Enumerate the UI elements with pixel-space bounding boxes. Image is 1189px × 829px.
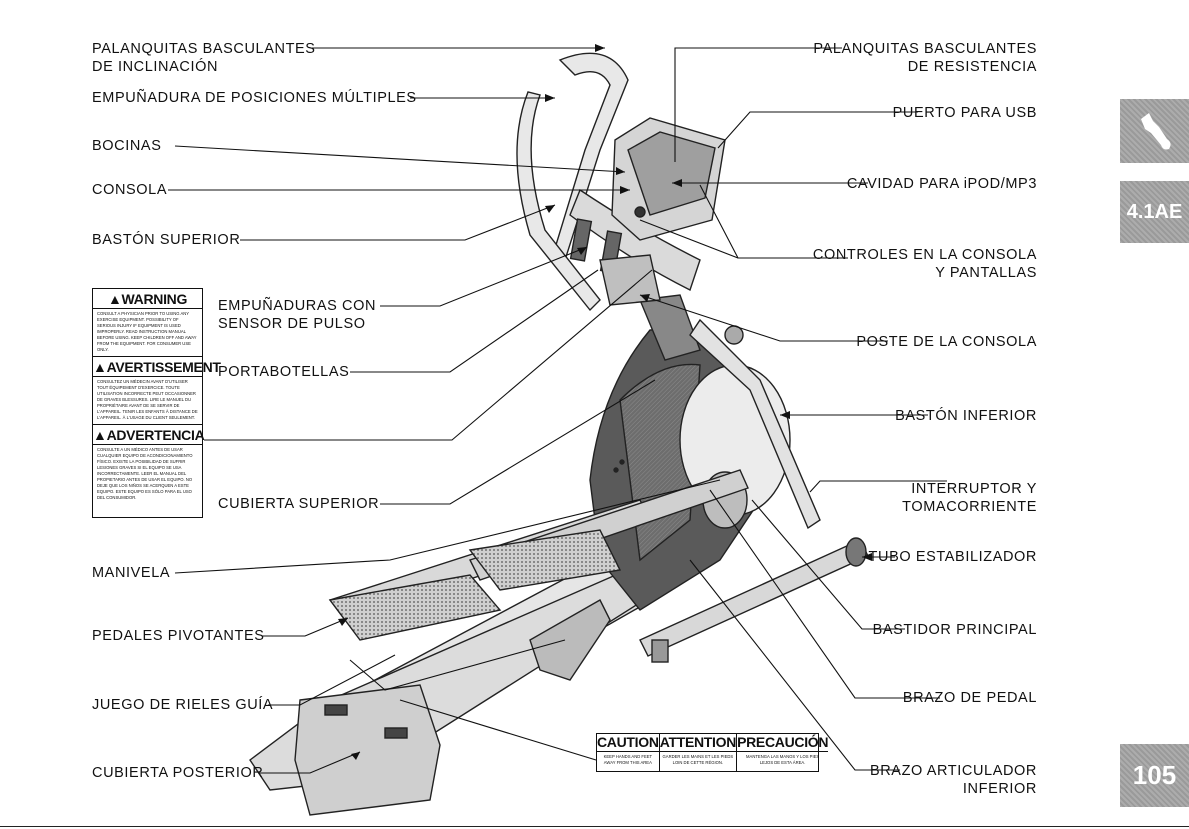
elliptical-machine (249, 52, 869, 816)
frame-bolt-2 (619, 459, 625, 465)
warning-title-en: ▲WARNING (93, 291, 202, 309)
warning-title-es: ▲ADVERTENCIA (93, 427, 205, 445)
caution-title-es: PRECAUCIÓN (737, 734, 829, 752)
label-line: INTERRUPTOR Y (911, 481, 1037, 497)
warning-text-es: CONSULTE A UN MÉDICO ANTES DE USAR CUALQ… (97, 447, 193, 500)
caution-text-es: MANTENGA LAS MANOS Y LOS PIES LEJOS DE E… (746, 754, 820, 765)
label-line: INFERIOR (962, 781, 1037, 797)
rear-cover-slot-1 (324, 704, 348, 716)
label-brazo-articulador: BRAZO ARTICULADOR INFERIOR (870, 762, 1037, 798)
label-pedales-pivotantes: PEDALES PIVOTANTES (92, 628, 265, 644)
section-tab[interactable]: 4.1AE (1120, 181, 1189, 243)
pivot-cap (724, 325, 744, 345)
label-line: PALANQUITAS BASCULANTES (813, 41, 1037, 57)
rear-cover (294, 684, 441, 816)
label-line: BRAZO ARTICULADOR (869, 763, 1037, 779)
label-cavidad-ipod: CAVIDAD PARA iPOD/MP3 (846, 176, 1037, 192)
frame-bolt (613, 467, 619, 473)
stabilizer-cap (845, 537, 867, 567)
label-controles-consola: CONTROLES EN LA CONSOLA Y PANTALLAS (813, 246, 1037, 282)
pedal-left (328, 574, 502, 641)
bottom-rule (0, 826, 1189, 827)
label-cubierta-superior: CUBIERTA SUPERIOR (218, 496, 380, 512)
caution-col-es: PRECAUCIÓN MANTENGA LAS MANOS Y LOS PIES… (737, 734, 828, 771)
label-empunaduras-sensor: EMPUÑADURAS CON SENSOR DE PULSO (218, 297, 376, 333)
label-baston-superior: BASTÓN SUPERIOR (92, 232, 241, 248)
link-arm (529, 599, 611, 681)
label-empunadura-posiciones: EMPUÑADURA DE POSICIONES MÚLTIPLES (92, 90, 417, 106)
rear-cover-slot-2 (384, 727, 408, 739)
label-line: Y PANTALLAS (935, 265, 1037, 281)
label-baston-inferior: BASTÓN INFERIOR (895, 408, 1037, 424)
page-number: 105 (1120, 744, 1189, 807)
wrench-icon (1140, 113, 1171, 150)
caution-label: CAUTION KEEP HANDS AND FEET AWAY FROM TH… (596, 733, 828, 772)
front-foot (651, 639, 669, 663)
label-cubierta-posterior: CUBIERTA POSTERIOR (92, 765, 264, 781)
arrowheads (338, 44, 872, 760)
caution-col-fr: ATTENTION GARDER LES MAINS ET LES PIEDS … (659, 734, 738, 771)
pulse-grip-left (569, 218, 593, 262)
label-poste-consola: POSTE DE LA CONSOLA (856, 334, 1037, 350)
console-button (634, 206, 646, 218)
warning-triangle-icon: ▲ (93, 359, 107, 375)
label-juego-rieles: JUEGO DE RIELES GUÍA (92, 697, 274, 713)
label-line: CONTROLES EN LA CONSOLA (812, 247, 1037, 263)
label-palanquitas-resistencia: PALANQUITAS BASCULANTES DE RESISTENCIA (813, 40, 1037, 76)
label-line: SENSOR DE PULSO (218, 316, 366, 332)
label-tubo-estabilizador: TUBO ESTABILIZADOR (868, 549, 1037, 565)
warning-title-text: WARNING (121, 291, 188, 307)
label-interruptor: INTERRUPTOR Y TOMACORRIENTE (902, 480, 1037, 516)
leader-lines (168, 47, 947, 774)
label-portabotellas: PORTABOTELLAS (218, 364, 350, 380)
warning-section-en: ▲WARNING CONSULT A PHYSICIAN PRIOR TO US… (93, 289, 202, 357)
lower-arm (689, 318, 821, 530)
warning-triangle-icon: ▲ (93, 427, 107, 443)
label-brazo-pedal: BRAZO DE PEDAL (902, 690, 1037, 706)
warning-title-text: AVERTISSEMENT (106, 359, 221, 375)
caution-title-en: CAUTION (597, 734, 659, 752)
label-line: TOMACORRIENTE (902, 499, 1037, 515)
label-puerto-usb: PUERTO PARA USB (892, 105, 1037, 121)
label-line: DE INCLINACIÓN (92, 59, 219, 75)
caution-text-en: KEEP HANDS AND FEET AWAY FROM THIS AREA (603, 754, 653, 765)
label-bastidor-principal: BASTIDOR PRINCIPAL (872, 622, 1037, 638)
label-line: PALANQUITAS BASCULANTES (92, 41, 316, 57)
bottle-holder (599, 254, 661, 306)
pedal-right (468, 529, 622, 591)
label-bocinas: BOCINAS (92, 138, 162, 154)
warning-triangle-icon: ▲ (107, 291, 122, 307)
label-line: EMPUÑADURAS CON (218, 298, 377, 314)
caution-text-fr: GARDER LES MAINS ET LES PIEDS LOIN DE CE… (662, 754, 734, 765)
warning-label: ▲WARNING CONSULT A PHYSICIAN PRIOR TO US… (92, 288, 221, 518)
caution-title-fr: ATTENTION (659, 734, 737, 752)
label-line: DE RESISTENCIA (907, 59, 1037, 75)
label-palanquitas-inclinacion: PALANQUITAS BASCULANTES DE INCLINACIÓN (92, 40, 316, 76)
warning-text-fr: CONSULTEZ UN MÉDECIN AVANT D'UTILISER TO… (97, 379, 198, 420)
warning-section-es: ▲ADVERTENCIA CONSULTE A UN MÉDICO ANTES … (93, 425, 205, 504)
warning-section-fr: ▲AVERTISSEMENT CONSULTEZ UN MÉDECIN AVAN… (93, 357, 221, 425)
console-post (638, 294, 701, 361)
tool-tab[interactable] (1120, 99, 1189, 163)
warning-title-fr: ▲AVERTISSEMENT (93, 359, 221, 377)
upper-arm-right (516, 91, 601, 312)
label-consola: CONSOLA (92, 182, 168, 198)
caution-col-en: CAUTION KEEP HANDS AND FEET AWAY FROM TH… (597, 734, 660, 771)
warning-title-text: ADVERTENCIA (106, 427, 205, 443)
label-manivela: MANIVELA (92, 565, 171, 581)
console-screen (627, 131, 716, 216)
warning-text-en: CONSULT A PHYSICIAN PRIOR TO USING ANY E… (97, 311, 197, 352)
